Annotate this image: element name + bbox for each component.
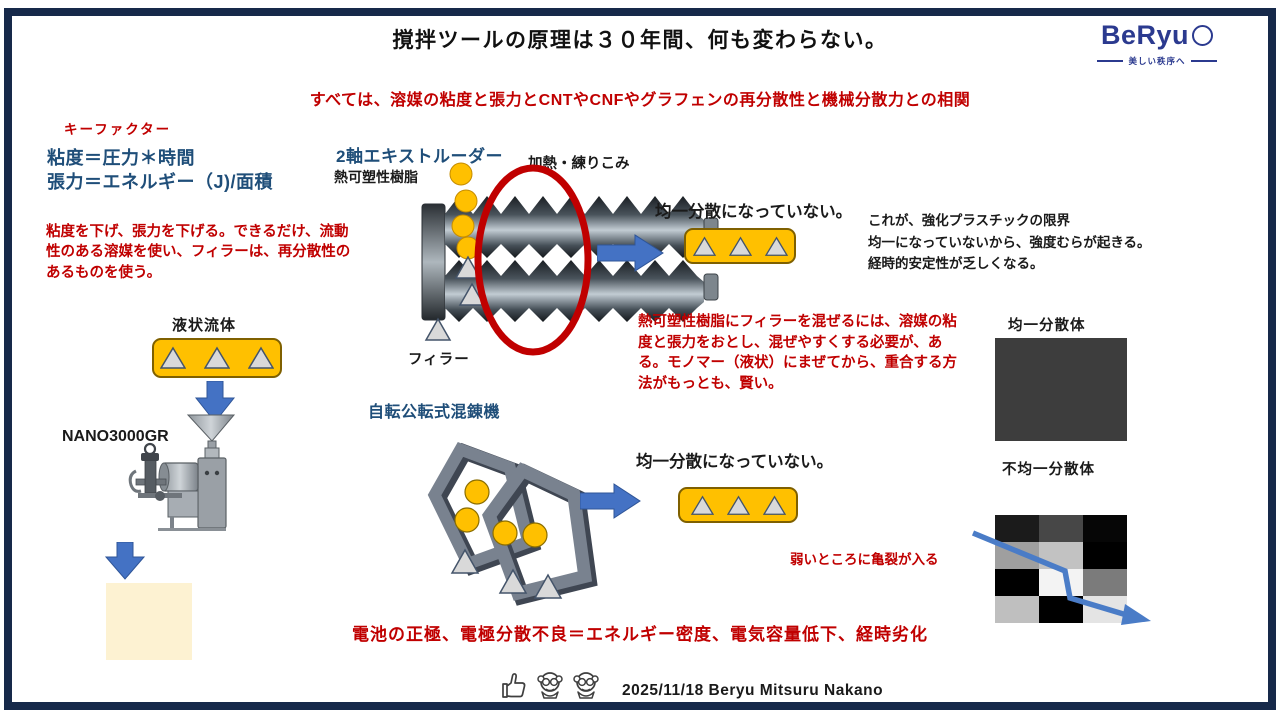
grid-cell (995, 596, 1039, 623)
nano3000gr-machine-illustration (128, 414, 236, 531)
advice-note: 粘度を下げ、張力を下げる。できるだけ、流動性のある溶媒を使い、フィラーは、再分散… (46, 224, 351, 281)
heating-zone-ellipse (474, 164, 592, 356)
extruder-result-capsule (684, 228, 796, 264)
right-arrow-icon (580, 483, 641, 519)
kneader-title: 自転公転式混錬機 (368, 404, 501, 421)
nonuniform-dispersion-label: 不均一分散体 (1002, 462, 1095, 478)
mixing-method-note: 熱可塑性樹脂にフィラーを混ぜるには、溶媒の粘度と張力をおとし、混ぜやすくする必要… (638, 314, 957, 392)
logo-circle-icon (1192, 25, 1214, 46)
filler-triangle-icon (160, 346, 186, 369)
filler-triangle-icon (248, 346, 274, 369)
grid-cell (1039, 569, 1083, 596)
tagline-rule-left (1097, 60, 1124, 62)
grid-cell (995, 569, 1039, 596)
crack-label: 弱いところに亀裂が入る (790, 552, 939, 567)
slide-title: 撹拌ツールの原理は３０年間、何も変わらない。 (392, 29, 888, 52)
down-arrow-icon (194, 381, 236, 423)
slide-subtitle: すべては、溶媒の粘度と張力とCNTやCNFやグラフェンの再分散性と機械分散力との… (309, 92, 971, 109)
tension-equation: 張力＝エネルギー（J)/面積 (47, 172, 274, 193)
uniform-dispersion-label: 均一分散体 (1008, 318, 1086, 334)
liquid-filler-capsule (152, 338, 282, 378)
company-logo: BeRyu 美しい秩序へ (1082, 20, 1232, 67)
credit-text: 2025/11/18 Beryu Mitsuru Nakano (622, 682, 884, 699)
grid-cell (1083, 515, 1127, 542)
grid-cell (1083, 542, 1127, 569)
see-no-evil-monkey-icon (573, 672, 599, 699)
filler-triangle-icon (692, 235, 716, 256)
planetary-kneader-illustration (427, 442, 598, 606)
filler-triangle-icon (764, 235, 788, 256)
footer: 2025/11/18 Beryu Mitsuru Nakano (500, 670, 883, 700)
filler-triangle-icon (762, 494, 786, 515)
heating-label: 加熱・練りこみ (528, 156, 630, 172)
tagline-rule-right (1190, 60, 1217, 62)
grid-cell (1083, 569, 1127, 596)
thumbs-up-icon (502, 673, 526, 698)
right-arrow-icon (597, 234, 664, 272)
uniform-dispersion-square (995, 338, 1127, 441)
filler-triangle-icon (204, 346, 230, 369)
filler-triangle-icon (690, 494, 714, 515)
liquid-fluid-label: 液状流体 (172, 317, 237, 334)
machine-name-label: NANO3000GR (62, 428, 169, 445)
battery-note: 電池の正極、電極分散不良＝エネルギー密度、電気容量低下、経時劣化 (352, 625, 928, 644)
resin-label: 熱可塑性樹脂 (334, 169, 418, 185)
key-factor-heading: キーファクター (64, 122, 172, 137)
equations-block: 粘度＝圧力＊時間 張力＝エネルギー（J)/面積 (47, 146, 273, 195)
logo-tagline: 美しい秩序へ (1128, 56, 1186, 66)
nonuniform-grid (995, 515, 1127, 623)
dispersed-result-square (106, 583, 192, 660)
kneader-result-label: 均一分散になっていない。 (636, 453, 834, 471)
extruder-title: 2軸エキストルーダー (336, 147, 503, 166)
viscosity-equation: 粘度＝圧力＊時間 (47, 148, 195, 168)
grid-cell (1039, 515, 1083, 542)
plastic-limit-note: これが、強化プラスチックの限界 均一になっていないから、強度むらが起きる。 経時… (868, 213, 1151, 272)
extruder-result-label: 均一分散になっていない。 (655, 203, 853, 221)
crack-arrow-icon (971, 530, 1151, 625)
logo-text: BeRyu (1100, 20, 1190, 50)
filler-triangle-icon (728, 235, 752, 256)
filler-triangle-icon (726, 494, 750, 515)
kneader-result-capsule (678, 487, 798, 523)
filler-label: フィラー (408, 352, 470, 368)
see-no-evil-monkey-icon (537, 672, 563, 699)
down-arrow-icon (104, 542, 146, 580)
grid-cell (995, 515, 1039, 542)
